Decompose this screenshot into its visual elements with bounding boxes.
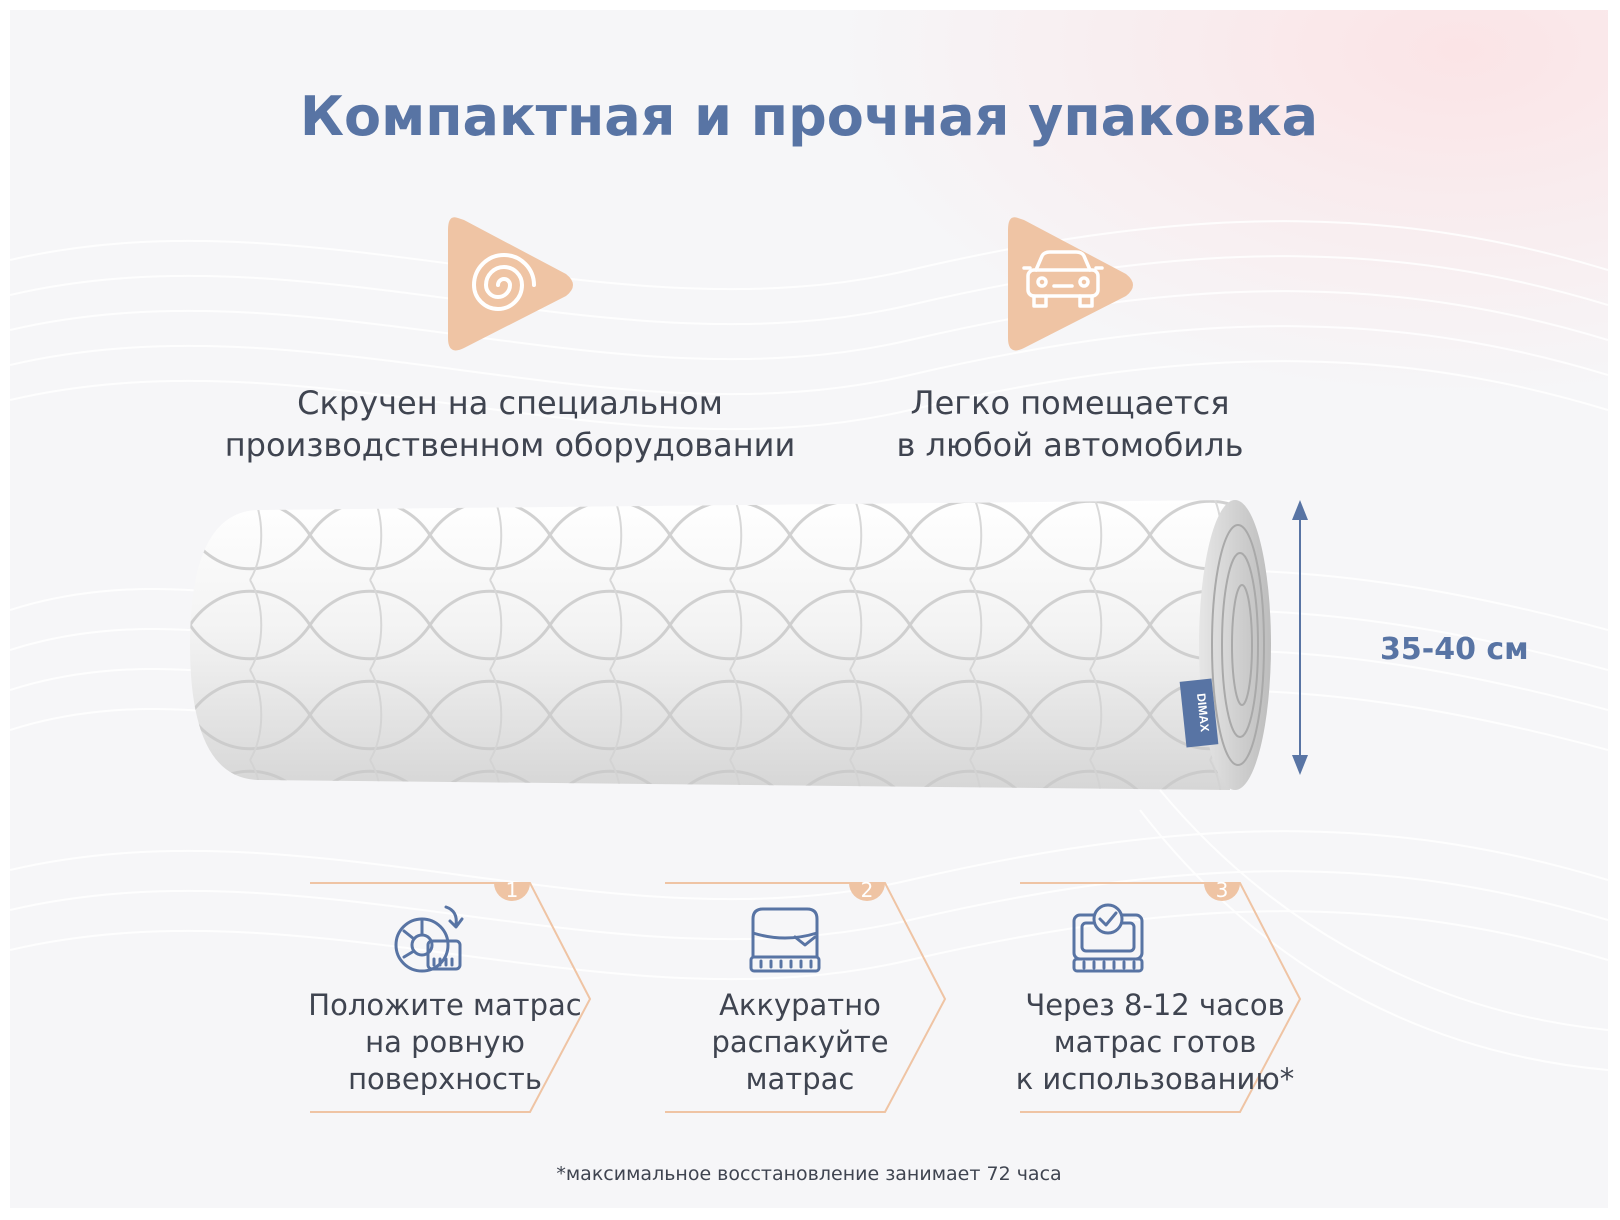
height-arrow	[1292, 500, 1308, 775]
step-chevron-frame	[310, 882, 592, 1113]
step-text-line1: Через 8-12 часов	[1025, 988, 1285, 1022]
step-text-line3: к использованию*	[1015, 1062, 1295, 1096]
footnote: *максимальное восстановление занимает 72…	[556, 1163, 1062, 1185]
feature-text-line1: Легко помещается	[910, 384, 1230, 422]
unpacked-mattress-icon	[749, 907, 821, 973]
feature-rolled: Скручен на специальном производственном …	[200, 210, 820, 466]
step-text-line3: матрас	[745, 1062, 855, 1096]
feature-car: Легко помещается в любой автомобиль	[760, 210, 1380, 466]
height-label: 35-40 см	[1380, 632, 1529, 667]
step-2: 2 Аккуратно распакуйте матрас	[665, 875, 965, 1120]
step-chevron-frame	[665, 882, 947, 1113]
step-3: 3 Через 8-12 часов матрас готов к исполь…	[1016, 875, 1320, 1120]
ready-mattress-icon	[1072, 903, 1144, 973]
car-icon	[1008, 217, 1133, 351]
step-1: 1 Положите матрас на ровную поверхность	[308, 875, 610, 1120]
step-number: 2	[860, 878, 874, 902]
step-text-line2: на ровную	[365, 1025, 525, 1059]
step-number: 1	[505, 878, 519, 902]
feature-text-line1: Скручен на специальном	[297, 384, 723, 422]
feature-text-line2: производственном оборудовании	[224, 426, 796, 464]
step-number: 3	[1215, 878, 1229, 902]
step-text-line1: Положите матрас	[308, 988, 582, 1022]
brand-tag: DIMAX	[1194, 693, 1212, 733]
rolled-mattress-icon	[394, 905, 464, 973]
spiral-icon	[448, 217, 573, 351]
infographic: Компактная и прочная упаковка Скручен на…	[10, 10, 1608, 1208]
step-text-line1: Аккуратно	[719, 988, 881, 1022]
rolled-mattress-image: DIMAX	[190, 500, 1271, 790]
page-title: Компактная и прочная упаковка	[299, 85, 1319, 148]
step-text-line3: поверхность	[348, 1062, 542, 1096]
step-text-line2: матрас готов	[1053, 1025, 1257, 1059]
feature-text-line2: в любой автомобиль	[896, 426, 1244, 464]
step-text-line2: распакуйте	[711, 1025, 889, 1059]
step-chevron-frame	[1020, 882, 1302, 1113]
